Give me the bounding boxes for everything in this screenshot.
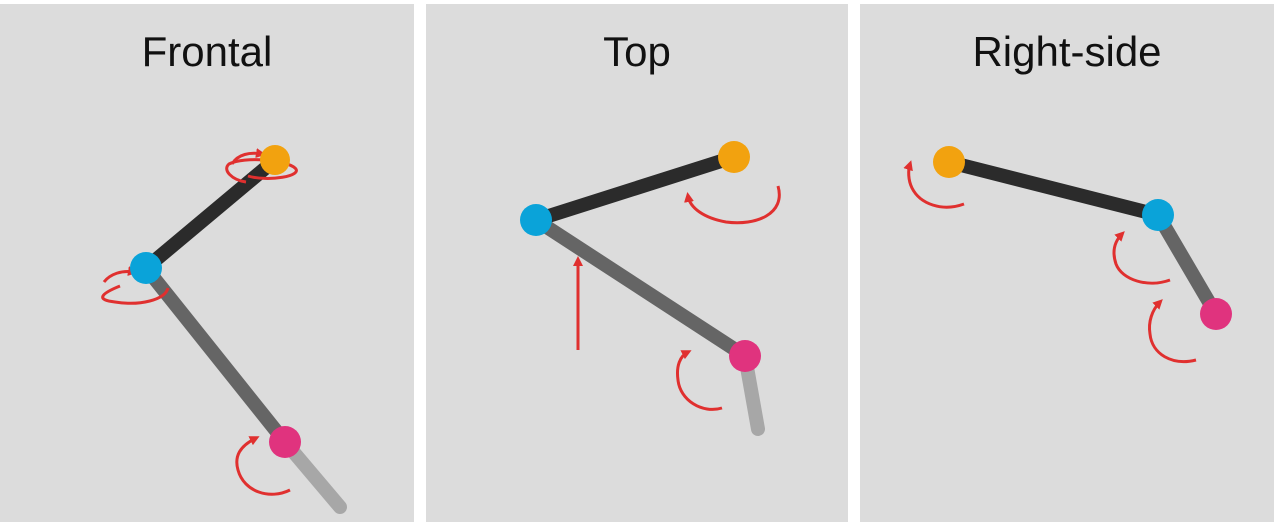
upper-segment xyxy=(942,155,1165,222)
middle-segment xyxy=(1151,208,1223,321)
rotation-arrow-lower xyxy=(676,350,723,411)
rotation-arrow-top-head xyxy=(230,148,266,165)
rotation-arrow-middle-head xyxy=(102,266,138,283)
joint-pink xyxy=(729,340,761,372)
top-view-panel: Top xyxy=(426,4,848,522)
top-view-diagram xyxy=(520,141,781,436)
right-side-view-diagram xyxy=(903,146,1232,363)
rotation-arrow-middle xyxy=(101,284,170,305)
joint-blue xyxy=(520,204,552,236)
panel-title-frontal: Frontal xyxy=(141,28,273,75)
joint-pink xyxy=(269,426,301,458)
panel-title-top: Top xyxy=(603,28,671,75)
joint-orange xyxy=(933,146,965,178)
middle-segment xyxy=(529,213,752,363)
joint-blue xyxy=(130,252,162,284)
upper-segment xyxy=(529,150,741,227)
rotation-arrow-pink xyxy=(1148,299,1197,363)
rotation-arrow-orange xyxy=(903,160,965,209)
joint-orange xyxy=(260,145,290,175)
frontal-view-diagram xyxy=(101,145,347,514)
panel-title-right-side: Right-side xyxy=(972,28,1162,75)
joint-blue xyxy=(1142,199,1174,231)
rotation-arrow-bottom xyxy=(235,436,291,496)
rotation-arrow-blue xyxy=(1112,231,1171,285)
rotation-arrow-upper xyxy=(684,185,781,225)
joint-orange xyxy=(718,141,750,173)
middle-segment xyxy=(139,261,292,449)
joint-pink xyxy=(1200,298,1232,330)
frontal-view-panel: Frontal xyxy=(0,4,414,522)
right-side-view-panel: Right-side xyxy=(860,4,1274,522)
upper-segment xyxy=(139,153,282,275)
